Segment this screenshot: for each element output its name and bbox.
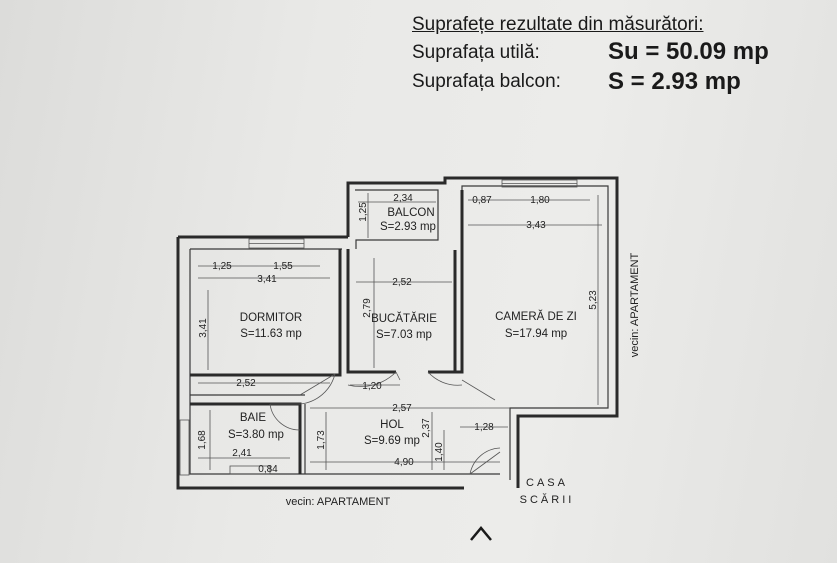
dim-balcon-width: 2,34	[393, 193, 413, 204]
dim-dormitor-bottom: 2,52	[236, 378, 256, 389]
room-area-bucatarie: S=7.03 mp	[376, 329, 432, 341]
dim-baie-height: 1,68	[197, 430, 208, 450]
dim-hol-bottom: 4,90	[394, 457, 414, 468]
dim-hol-left: 1,73	[316, 430, 327, 450]
dimension-lines	[198, 193, 602, 470]
room-name-camera: CAMERĂ DE ZI	[495, 310, 577, 323]
dim-dormitor-height: 3,41	[198, 318, 209, 338]
dim-hol-side: 1,28	[474, 422, 494, 433]
room-name-bucatarie: BUCĂTĂRIE	[371, 312, 437, 325]
dim-camera-width: 3,43	[526, 220, 546, 231]
dim-bucatarie-width: 2,52	[392, 277, 412, 288]
dim-bucatarie-height: 2,79	[362, 298, 373, 318]
dim-dormitor-width: 3,41	[257, 274, 277, 285]
neighbor-bottom-label: vecin: APARTAMENT	[286, 496, 391, 508]
usable-surface-label: Suprafața utilă:	[412, 42, 540, 63]
surfaces-title: Suprafețe rezultate din măsurători:	[412, 14, 704, 35]
dim-dormitor-window-b: 1,55	[273, 261, 293, 272]
room-area-balcon: S=2.93 mp	[380, 221, 436, 233]
balcony-surface-value: S = 2.93 mp	[608, 68, 741, 95]
room-name-balcon: BALCON	[387, 207, 434, 219]
dim-hol-height: 2,37	[421, 418, 432, 438]
dim-baie-door: 0,84	[258, 464, 278, 475]
dim-dormitor-window-a: 1,25	[212, 261, 232, 272]
room-area-hol: S=9.69 mp	[364, 435, 420, 447]
dim-bucatarie-door: 1,20	[362, 381, 382, 392]
balcony-surface-label: Suprafața balcon:	[412, 71, 561, 92]
dim-hol-height-2: 1,40	[434, 442, 445, 462]
dim-camera-height: 5,23	[588, 290, 599, 310]
room-area-dormitor: S=11.63 mp	[240, 328, 301, 340]
usable-surface-value: Su = 50.09 mp	[608, 38, 769, 65]
outer-walls	[176, 176, 619, 490]
stair-label-line1: CASA	[526, 477, 568, 489]
dim-camera-window-b: 1,80	[530, 195, 550, 206]
door-swings	[179, 371, 501, 476]
dim-baie-width: 2,41	[232, 448, 252, 459]
neighbor-right-label: vecin: APARTAMENT	[629, 252, 641, 357]
dim-balcon-height: 1,25	[358, 202, 369, 222]
chevron-up-icon	[470, 526, 492, 541]
room-area-camera: S=17.94 mp	[505, 328, 567, 340]
room-area-baie: S=3.80 mp	[228, 429, 284, 441]
dim-camera-window-a: 0,87	[472, 195, 492, 206]
windows	[248, 179, 578, 249]
room-name-dormitor: DORMITOR	[240, 312, 302, 324]
dim-hol-width: 2,57	[392, 403, 412, 414]
stair-label-line2: SCĂRII	[520, 493, 575, 506]
room-name-hol: HOL	[380, 419, 404, 431]
room-name-baie: BAIE	[240, 412, 267, 424]
